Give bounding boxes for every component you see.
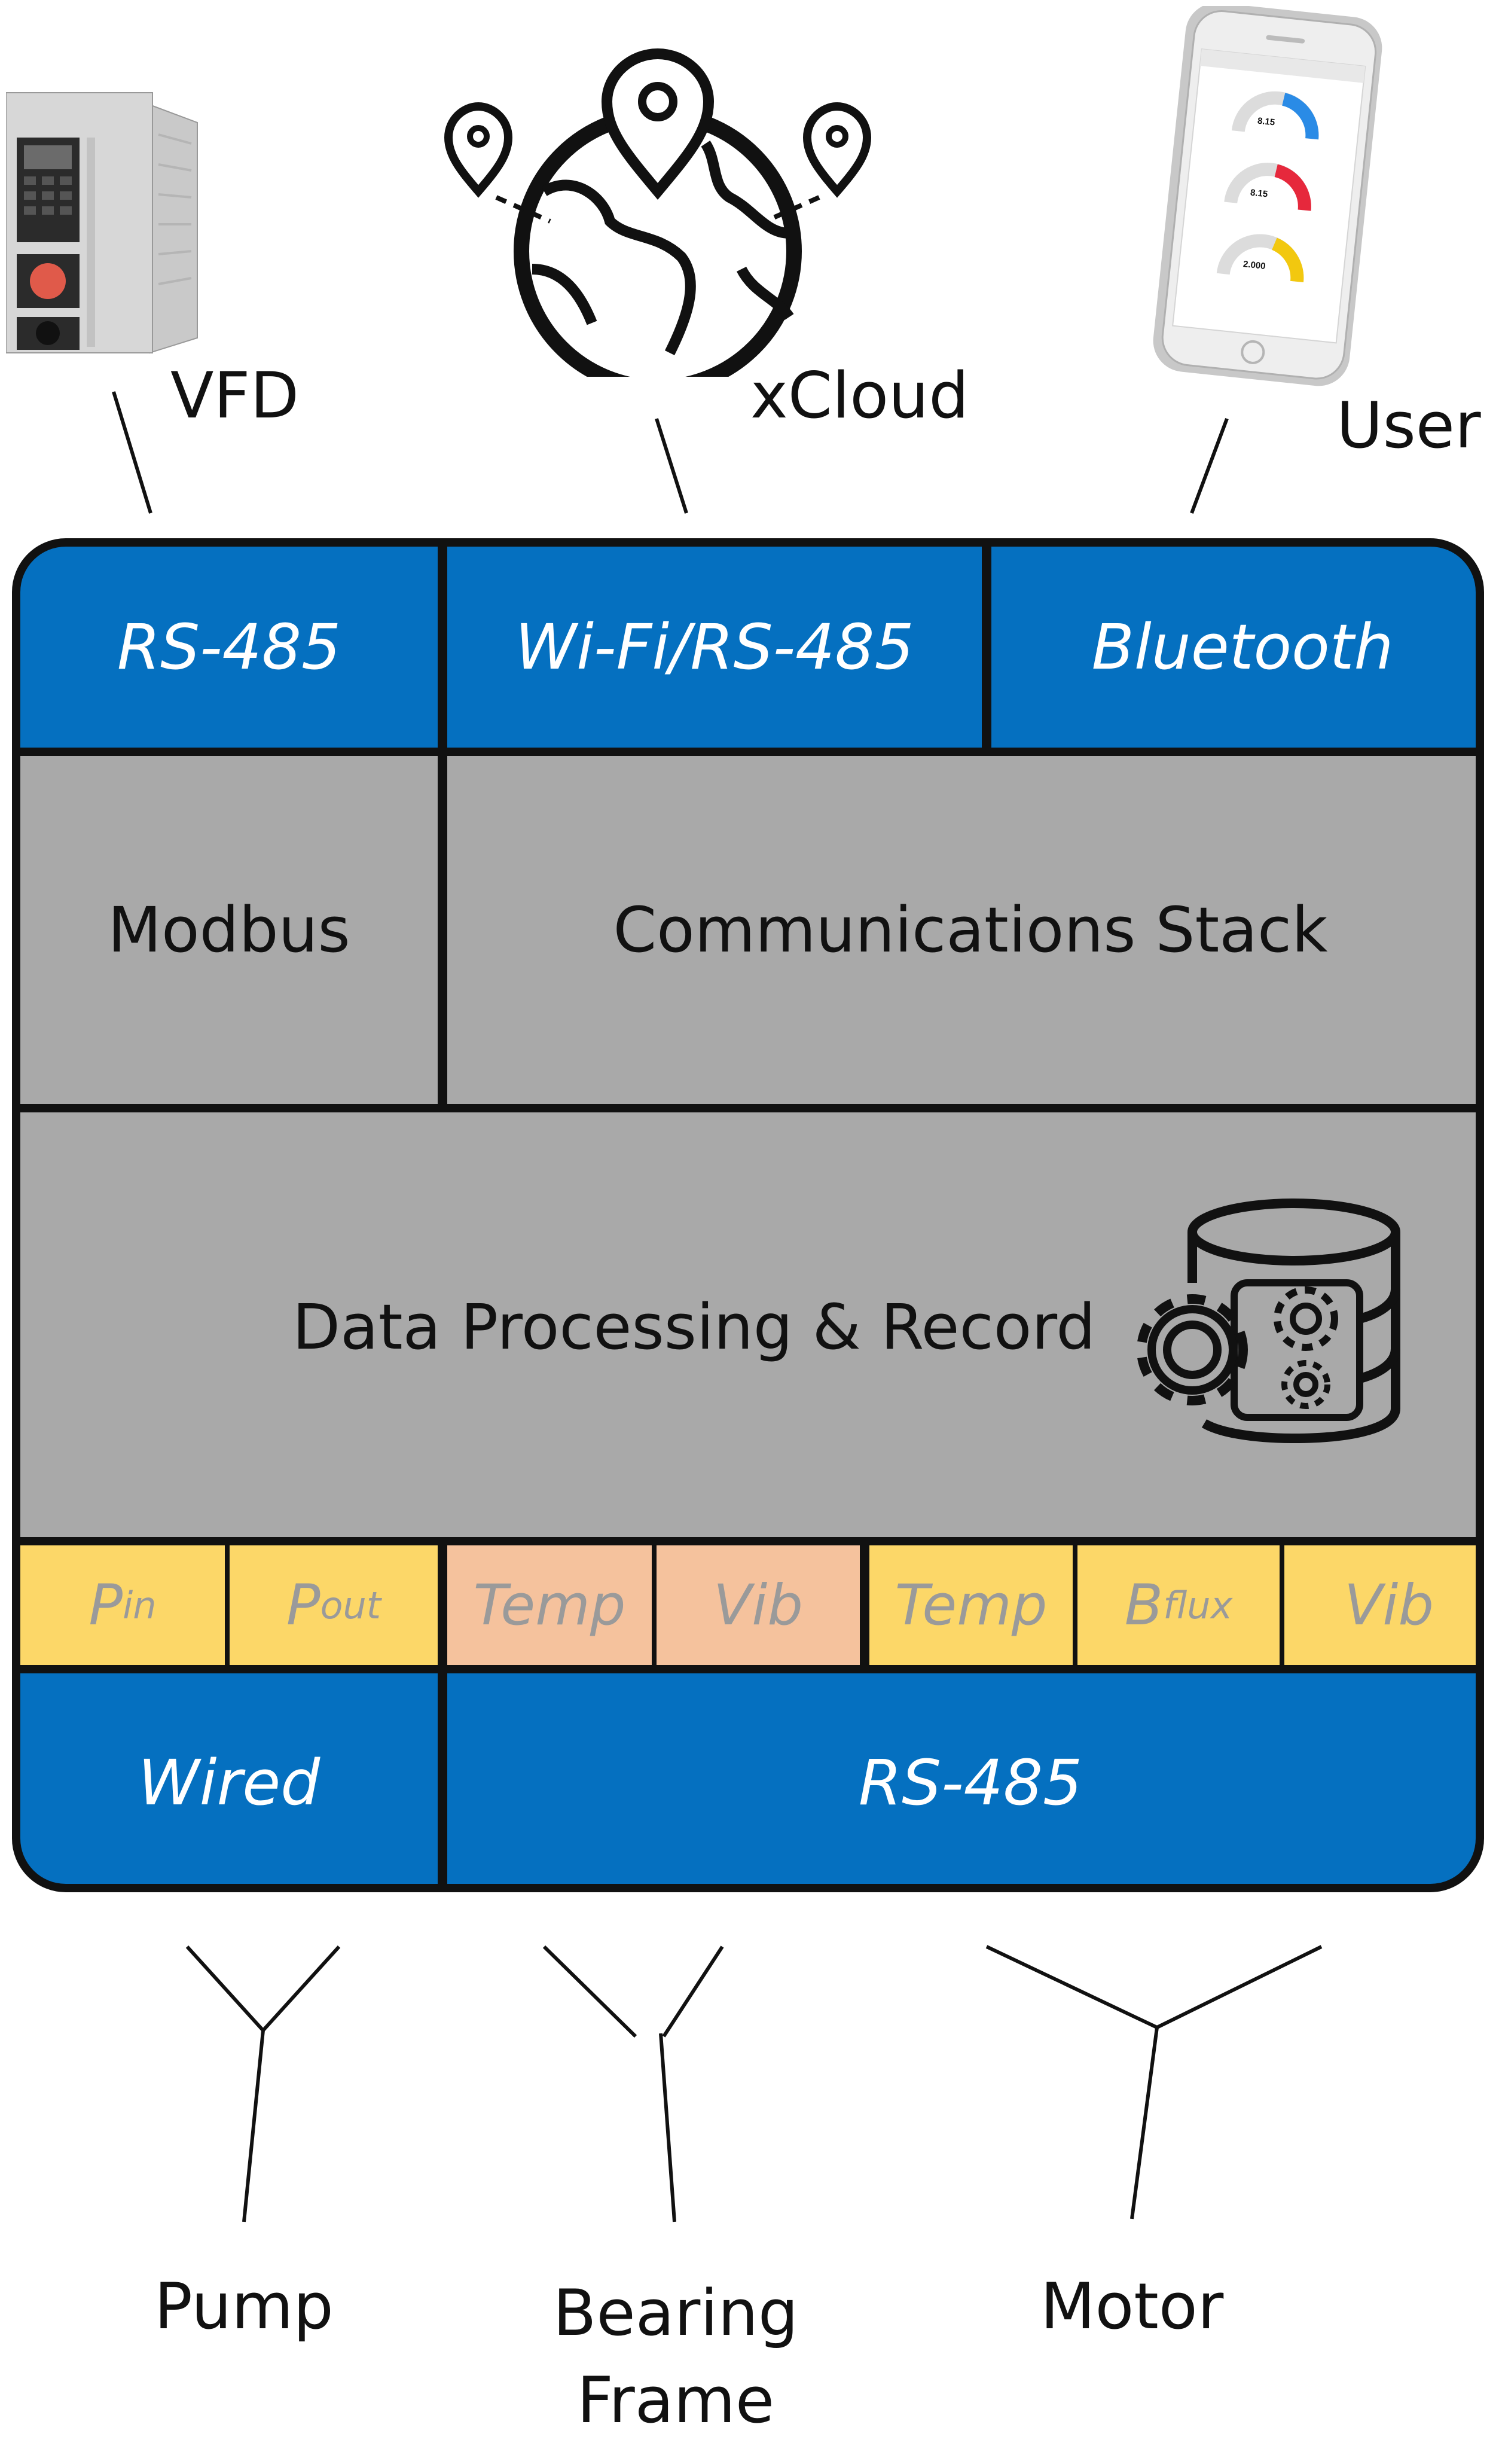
data-processing-layer: Data Processing & Record [20, 1112, 1476, 1537]
user-label: User [1336, 389, 1481, 462]
communications-stack-label: Communications Stack [613, 893, 1328, 966]
interface-bluetooth: Bluetooth [991, 547, 1476, 748]
interface-wired: Wired [20, 1673, 438, 1884]
sensor-motor-temp: Temp [869, 1545, 1073, 1665]
sensor-bearing-vib-label: Vib [713, 1572, 804, 1638]
sensor-pressure-out-base: P [286, 1572, 320, 1638]
interface-rs485-sensors-label: RS-485 [858, 1746, 1083, 1819]
sensor-motor-bflux-sub: flux [1163, 1583, 1233, 1627]
sensor-bearing-temp-label: Temp [473, 1572, 626, 1638]
bearing-frame-label: Bearing Frame [526, 2270, 825, 2445]
sensor-motor-temp-label: Temp [895, 1572, 1048, 1638]
phone-gauge-value-2: 8.15 [1250, 187, 1269, 200]
sensor-pressure-in-base: P [88, 1572, 123, 1638]
vfd-label: VFD [170, 359, 300, 432]
modbus-layer: Modbus [20, 756, 438, 1104]
interface-rs485-vfd: RS-485 [20, 547, 438, 748]
bearing-label-line2: Frame [576, 2364, 775, 2438]
data-processing-label: Data Processing & Record [292, 1291, 1096, 1364]
sensor-motor-bflux-base: B [1124, 1572, 1164, 1638]
sensor-motor-vib-label: Vib [1344, 1572, 1434, 1638]
sensor-bearing-vib: Vib [657, 1545, 860, 1665]
bearing-label-line1: Bearing [552, 2276, 799, 2350]
database-gears-icon [1132, 1193, 1408, 1444]
interface-wired-label: Wired [138, 1746, 320, 1819]
modbus-layer-label: Modbus [108, 893, 350, 966]
sensor-motor-vib: Vib [1284, 1545, 1476, 1665]
motor-label: Motor [1040, 2270, 1224, 2343]
interface-rs485-vfd-label: RS-485 [117, 611, 341, 684]
device-architecture-frame: RS-485 Wi-Fi/RS-485 Bluetooth Modbus Com… [12, 538, 1484, 1892]
pump-label: Pump [154, 2270, 334, 2343]
user-smartphone-image: 8.15 8.15 2.000 [1127, 6, 1414, 389]
interface-rs485-sensors: RS-485 [447, 1673, 1476, 1884]
cloud-label: xCloud [750, 359, 969, 432]
sensor-pressure-in-sub: in [123, 1583, 157, 1627]
interface-wifi-rs485-label: Wi-Fi/RS-485 [515, 611, 914, 684]
sensor-bearing-temp: Temp [447, 1545, 652, 1665]
phone-gauge-value-1: 8.15 [1257, 115, 1276, 128]
cloud-globe-icon [431, 42, 885, 377]
vfd-device-image [6, 81, 203, 356]
communications-stack-layer: Communications Stack [447, 756, 1476, 1104]
interface-bluetooth-label: Bluetooth [1091, 611, 1394, 684]
interface-wifi-rs485: Wi-Fi/RS-485 [447, 547, 982, 748]
sensor-pressure-out-sub: out [320, 1583, 381, 1627]
